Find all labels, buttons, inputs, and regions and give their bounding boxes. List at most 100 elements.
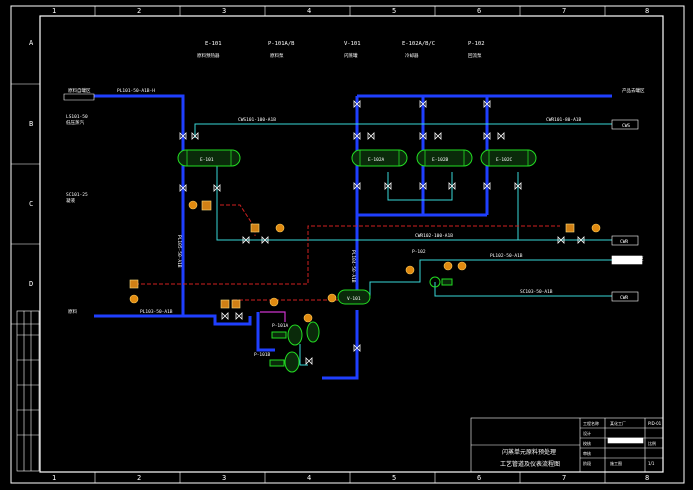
line-label-feed-bottom: PL103-50-A1B: [140, 309, 173, 315]
title-block-check-label: 校核: [583, 440, 591, 446]
stream-label-flare: 去火炬: [630, 255, 644, 262]
grid-top-ticks: [11, 6, 606, 483]
header-tag: E-102A/B/C: [402, 41, 435, 47]
valve-icon: [434, 132, 442, 140]
valve-icon: [419, 182, 427, 190]
instrument-bubble-icon: [129, 294, 139, 304]
grid-col-5-bottom: 5: [392, 474, 396, 482]
valve-icon: [213, 184, 221, 192]
valve-icon: [235, 312, 243, 320]
header-tag: P-102: [468, 41, 485, 47]
grid-col-3-bottom: 3: [222, 474, 226, 482]
title-block-approve-label: 审核: [583, 450, 591, 456]
pump-p101a[interactable]: P-101A: [271, 323, 303, 346]
grid-col-3-top: 3: [222, 7, 226, 15]
title-block-main: 闪蒸单元原料预处理: [502, 448, 556, 456]
offpage-connectors: [63, 93, 643, 302]
header-tag: V-101: [344, 41, 361, 47]
instrument-bubble-icon: [327, 293, 337, 303]
connector-label-cwr: CWR: [620, 239, 628, 245]
valve-icon: [191, 132, 199, 140]
header-desc: 回流泵: [468, 52, 482, 59]
instrument-bubble-icon: [188, 200, 198, 210]
valve-icon: [353, 344, 361, 352]
grid-col-1-bottom: 1: [52, 474, 56, 482]
equipment-tag: P-101A: [272, 323, 289, 329]
instrument-bubble-icon: [443, 261, 453, 271]
utility-lines: [194, 123, 612, 366]
grid-col-4-bottom: 4: [307, 474, 311, 482]
grid-col-7-top: 7: [562, 7, 566, 15]
inner-frame: [39, 15, 664, 473]
valve-icon: [367, 132, 375, 140]
valve-icon: [483, 100, 491, 108]
vessel-v101[interactable]: V-101: [337, 289, 371, 305]
line-label-feed-in: PL101-50-A1B-H: [117, 88, 155, 94]
grid-row-d: D: [29, 280, 33, 288]
title-block-dwg-no: PID-01: [648, 421, 662, 426]
line-label-pump-out: PL102-50-A1B: [490, 253, 523, 259]
valve-icon: [384, 182, 392, 190]
title-block-sub: 工艺管道及仪表流程图: [500, 460, 560, 468]
instrument-bubble-icon: [303, 313, 313, 323]
equipment-tag: P-102: [412, 249, 426, 255]
line-label-vertical: PL105-50-A1B: [176, 235, 182, 268]
exchanger-e101[interactable]: E-101: [177, 149, 241, 167]
exchanger-e102b[interactable]: E-102B: [416, 149, 473, 167]
grid-col-6-bottom: 6: [477, 474, 481, 482]
grid-row-a: A: [29, 39, 34, 47]
title-block-project-label: 工程名称: [583, 420, 599, 426]
header-tag: E-101: [205, 41, 222, 47]
valve-icon: [483, 182, 491, 190]
equipment-header-2: P-101A/B 原料泵: [268, 41, 295, 59]
valve-icon: [261, 236, 269, 244]
equipment-header-3: V-101 闪蒸罐: [344, 41, 361, 59]
instrument-box-icon: [231, 299, 241, 309]
exchanger-e102c[interactable]: E-102C: [480, 149, 537, 167]
valve-icon: [221, 312, 229, 320]
equipment-header-4: E-102A/B/C 冷却器: [402, 41, 435, 59]
grid-col-1-top: 1: [52, 7, 56, 15]
instrument-box-icon: [565, 223, 575, 233]
instrument-bubble-icon: [269, 297, 279, 307]
instrument-bubble-icon: [457, 261, 467, 271]
line-label-cw-top: CWS101-100-A1B: [238, 117, 276, 123]
line-label-vertical-2: PL104-50-A1B: [350, 250, 356, 283]
header-desc: 冷却器: [405, 52, 419, 59]
instrument-bubble-icon: [591, 223, 601, 233]
header-desc: 原料泵: [270, 52, 284, 59]
pump-p102[interactable]: P-102: [412, 249, 453, 288]
title-block-design-label: 设计: [583, 430, 591, 436]
stream-label-steam-desc: 低压蒸汽: [66, 119, 84, 126]
instruments: [129, 200, 601, 323]
title-block-sheet: 1/1: [648, 461, 655, 466]
stream-label-feed-bottom: 原料: [68, 308, 77, 315]
valve-icon: [483, 132, 491, 140]
pump-p101b[interactable]: P-101B: [254, 351, 300, 373]
equipment-tag: E-102A: [368, 157, 385, 163]
grid-col-8-bottom: 8: [645, 474, 649, 482]
grid-col-2-bottom: 2: [137, 474, 141, 482]
exchanger-e102a[interactable]: E-102A: [351, 149, 408, 167]
valve-icon: [448, 182, 456, 190]
grid-col-6-top: 6: [477, 7, 481, 15]
valve-icon: [557, 236, 565, 244]
stream-label-steam: LS101-50: [66, 114, 88, 120]
valve-icon: [419, 100, 427, 108]
title-block-stage-label: 阶段: [583, 460, 591, 466]
grid-row-c: C: [29, 200, 33, 208]
line-label-pump-out-right: SC103-50-A1B: [520, 289, 553, 295]
equipment-header-5: P-102 回流泵: [468, 41, 485, 59]
valve-icon: [179, 132, 187, 140]
stream-label-feed: 原料自罐区: [68, 87, 91, 94]
valve-icon: [242, 236, 250, 244]
grid-col-2-top: 2: [137, 7, 141, 15]
vessel-small: [306, 321, 320, 343]
header-tag: P-101A/B: [268, 41, 295, 47]
valve-icon: [514, 182, 522, 190]
valve-icon: [179, 184, 187, 192]
equipment-tag: E-102B: [432, 157, 449, 163]
grid-col-4-top: 4: [307, 7, 311, 15]
stream-label-cond-desc: 凝液: [66, 197, 75, 204]
line-label-cw-bottom: CWR102-100-A1B: [415, 233, 453, 239]
